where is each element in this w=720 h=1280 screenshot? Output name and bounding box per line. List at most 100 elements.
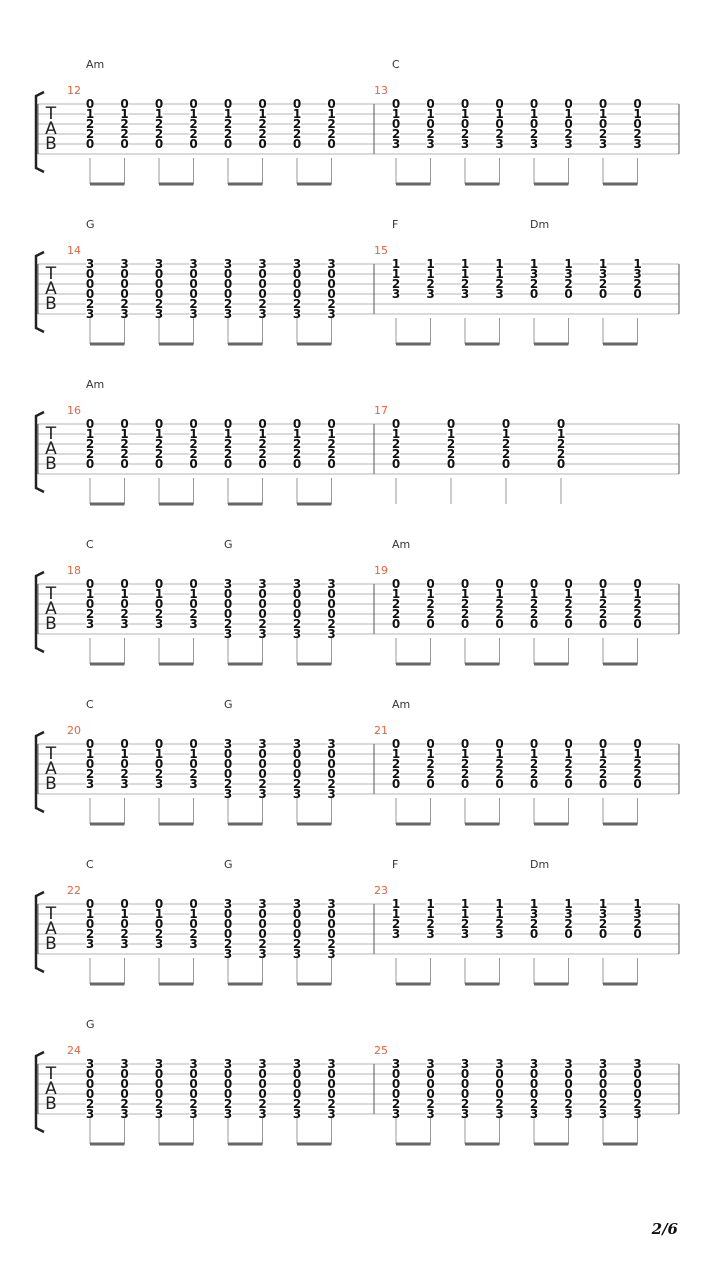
- fret-mask: [599, 779, 607, 789]
- fret-mask: [633, 619, 642, 629]
- fret-number: 2: [495, 1097, 503, 1111]
- fret-mask: [633, 1089, 642, 1099]
- fret-number: 0: [293, 277, 301, 291]
- fret-mask: [633, 599, 642, 609]
- fret-mask: [155, 1069, 163, 1079]
- chord-name: F: [392, 858, 398, 871]
- fret-number: 0: [530, 617, 538, 631]
- fret-mask: [293, 1099, 301, 1109]
- fret-mask: [530, 109, 538, 119]
- fret-number: 0: [86, 137, 94, 151]
- fret-mask: [120, 259, 129, 269]
- fret-mask: [224, 119, 232, 129]
- fret-mask: [155, 99, 163, 109]
- fret-number: 2: [557, 437, 565, 451]
- fret-mask: [564, 929, 573, 939]
- chord-name: C: [86, 698, 94, 711]
- fret-mask: [86, 919, 94, 929]
- fret-number: 1: [461, 897, 469, 911]
- fret-mask: [258, 759, 267, 769]
- fret-number: 1: [495, 587, 503, 601]
- fret-number: 3: [189, 1057, 197, 1071]
- fret-number: 2: [633, 607, 641, 621]
- fret-mask: [189, 449, 198, 459]
- fret-mask: [564, 1079, 573, 1089]
- fret-mask: [224, 109, 232, 119]
- fret-mask: [293, 299, 301, 309]
- fret-mask: [564, 99, 573, 109]
- fret-mask: [86, 269, 94, 279]
- fret-number: 3: [392, 137, 400, 151]
- fret-mask: [86, 579, 94, 589]
- fret-number: 3: [327, 1057, 335, 1071]
- fret-number: 2: [461, 767, 469, 781]
- fret-number: 2: [258, 297, 266, 311]
- fret-number: 3: [189, 1107, 197, 1121]
- fret-number: 3: [224, 307, 232, 321]
- fret-mask: [224, 429, 232, 439]
- fret-mask: [86, 99, 94, 109]
- fret-mask: [224, 759, 232, 769]
- measure-number: 17: [374, 404, 388, 417]
- fret-mask: [189, 1069, 198, 1079]
- fret-mask: [224, 609, 232, 619]
- fret-mask: [599, 109, 607, 119]
- fret-mask: [530, 1089, 538, 1099]
- fret-number: 3: [633, 1057, 641, 1071]
- fret-number: 2: [426, 127, 434, 141]
- fret-number: 0: [120, 897, 128, 911]
- fret-mask: [224, 909, 232, 919]
- fret-mask: [447, 449, 455, 459]
- fret-number: 3: [224, 947, 232, 961]
- fret-number: 3: [633, 267, 641, 281]
- fret-mask: [633, 739, 642, 749]
- fret-number: 0: [633, 617, 641, 631]
- fret-mask: [502, 449, 510, 459]
- chord-name: C: [392, 58, 400, 71]
- fret-mask: [557, 429, 565, 439]
- fret-number: 0: [224, 137, 232, 151]
- fret-number: 0: [86, 577, 94, 591]
- fret-number: 2: [599, 127, 607, 141]
- fret-mask: [86, 119, 94, 129]
- fret-number: 2: [293, 437, 301, 451]
- fret-number: 2: [258, 777, 266, 791]
- fret-number: 0: [633, 777, 641, 791]
- fret-mask: [327, 939, 336, 949]
- fret-mask: [189, 289, 198, 299]
- fret-mask: [86, 449, 94, 459]
- fret-mask: [447, 429, 455, 439]
- fret-number: 2: [564, 597, 572, 611]
- fret-mask: [293, 599, 301, 609]
- fret-number: 0: [224, 1067, 232, 1081]
- fret-number: 1: [120, 747, 128, 761]
- fret-number: 3: [564, 907, 572, 921]
- fret-mask: [120, 309, 129, 319]
- fret-mask: [599, 919, 607, 929]
- fret-number: 2: [189, 437, 197, 451]
- fret-number: 0: [599, 287, 607, 301]
- fret-number: 0: [461, 1077, 469, 1091]
- fret-mask: [155, 419, 163, 429]
- fret-number: 3: [599, 1057, 607, 1071]
- fret-mask: [189, 269, 198, 279]
- fret-mask: [495, 139, 504, 149]
- fret-mask: [461, 929, 469, 939]
- fret-number: 0: [258, 597, 266, 611]
- fret-mask: [189, 99, 198, 109]
- fret-mask: [120, 929, 129, 939]
- fret-number: 2: [189, 767, 197, 781]
- fret-number: 3: [599, 907, 607, 921]
- measure-number: 12: [67, 84, 81, 97]
- fret-mask: [564, 899, 573, 909]
- fret-number: 3: [461, 137, 469, 151]
- fret-number: 2: [327, 437, 335, 451]
- fret-number: 0: [189, 597, 197, 611]
- fret-mask: [426, 909, 435, 919]
- fret-mask: [86, 429, 94, 439]
- fret-mask: [224, 289, 232, 299]
- fret-mask: [293, 619, 301, 629]
- fret-number: 1: [495, 907, 503, 921]
